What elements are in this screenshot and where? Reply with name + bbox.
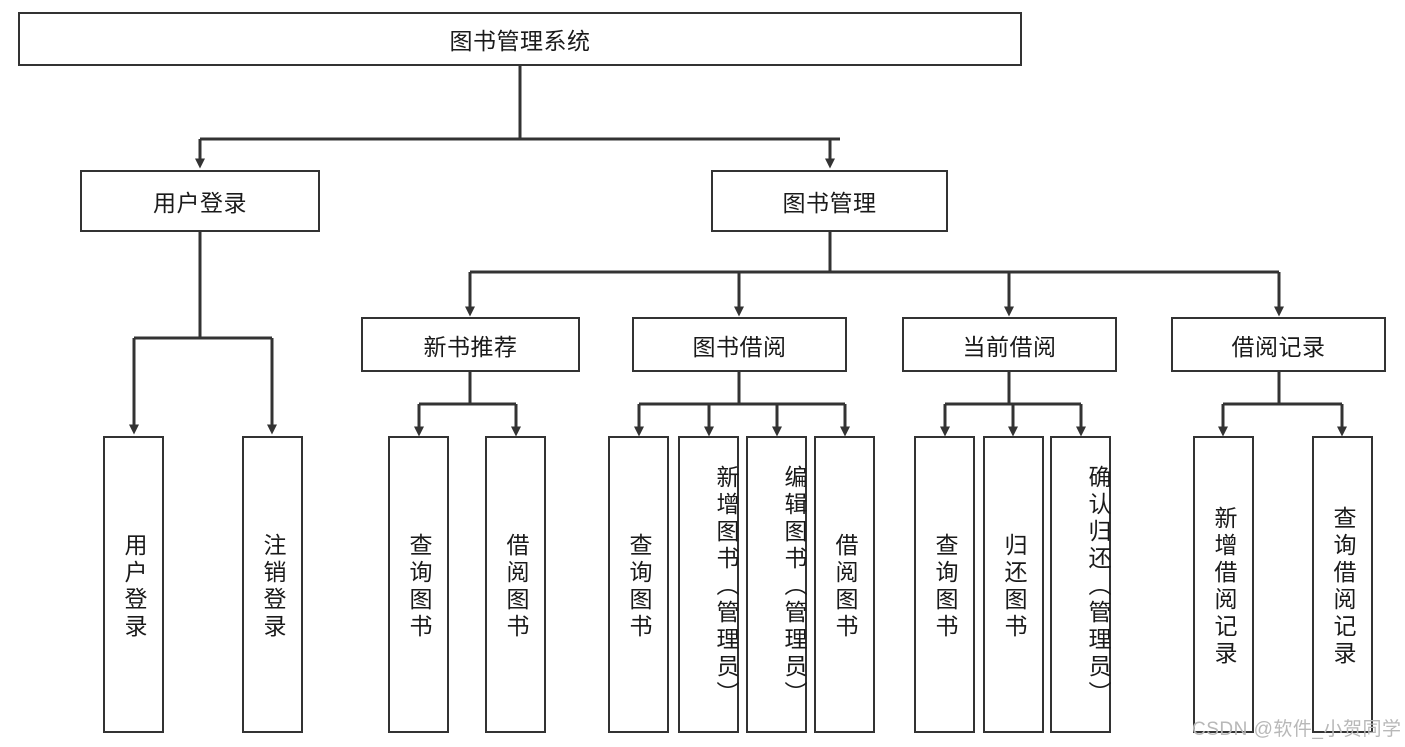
leaf-query-borrow-record-label: 查询借阅记录 (1330, 505, 1356, 668)
leaf-add-borrow-record[interactable]: 新增借阅记录 (1193, 436, 1254, 733)
leaf-user-login[interactable]: 用户登录 (103, 436, 164, 733)
node-current-borrow[interactable]: 当前借阅 (902, 317, 1117, 372)
node-book-borrow[interactable]: 图书借阅 (632, 317, 847, 372)
leaf-add-book-admin-label: 新增图书（管理员） (713, 465, 739, 708)
leaf-query-book-2-label: 查询图书 (626, 532, 652, 641)
node-borrow-record-label: 借阅记录 (1231, 333, 1326, 360)
node-root[interactable]: 图书管理系统 (18, 12, 1022, 66)
leaf-query-book-1-label: 查询图书 (406, 532, 432, 641)
node-book-manage-label: 图书管理 (782, 190, 877, 216)
leaf-add-borrow-record-label: 新增借阅记录 (1211, 505, 1237, 668)
node-book-borrow-label: 图书借阅 (692, 333, 787, 360)
node-user-login[interactable]: 用户登录 (80, 170, 320, 232)
leaf-add-book-admin[interactable]: 新增图书（管理员） (678, 436, 739, 733)
leaf-confirm-return-admin[interactable]: 确认归还（管理员） (1050, 436, 1111, 733)
node-root-label: 图书管理系统 (449, 28, 591, 54)
leaf-borrow-book-1-label: 借阅图书 (503, 532, 529, 641)
leaf-return-book[interactable]: 归还图书 (983, 436, 1044, 733)
leaf-borrow-book-2-label: 借阅图书 (832, 532, 858, 641)
node-book-manage[interactable]: 图书管理 (711, 170, 948, 232)
leaf-query-book-3-label: 查询图书 (932, 532, 958, 641)
leaf-borrow-book-2[interactable]: 借阅图书 (814, 436, 875, 733)
leaf-query-borrow-record[interactable]: 查询借阅记录 (1312, 436, 1373, 733)
leaf-query-book-2[interactable]: 查询图书 (608, 436, 669, 733)
node-current-borrow-label: 当前借阅 (962, 333, 1057, 360)
leaf-user-login-label: 用户登录 (121, 532, 147, 641)
node-new-book-recommend-label: 新书推荐 (423, 333, 518, 360)
leaf-logout-login-label: 注销登录 (260, 532, 286, 641)
node-borrow-record[interactable]: 借阅记录 (1171, 317, 1386, 372)
leaf-logout-login[interactable]: 注销登录 (242, 436, 303, 733)
leaf-return-book-label: 归还图书 (1001, 532, 1027, 641)
leaf-edit-book-admin-label: 编辑图书（管理员） (781, 465, 807, 708)
node-new-book-recommend[interactable]: 新书推荐 (361, 317, 580, 372)
leaf-query-book-3[interactable]: 查询图书 (914, 436, 975, 733)
leaf-edit-book-admin[interactable]: 编辑图书（管理员） (746, 436, 807, 733)
csdn-watermark: CSDN @软件_小贺同学 (1192, 719, 1402, 740)
leaf-borrow-book-1[interactable]: 借阅图书 (485, 436, 546, 733)
leaf-confirm-return-admin-label: 确认归还（管理员） (1085, 465, 1111, 708)
node-user-login-label: 用户登录 (153, 190, 247, 216)
leaf-query-book-1[interactable]: 查询图书 (388, 436, 449, 733)
